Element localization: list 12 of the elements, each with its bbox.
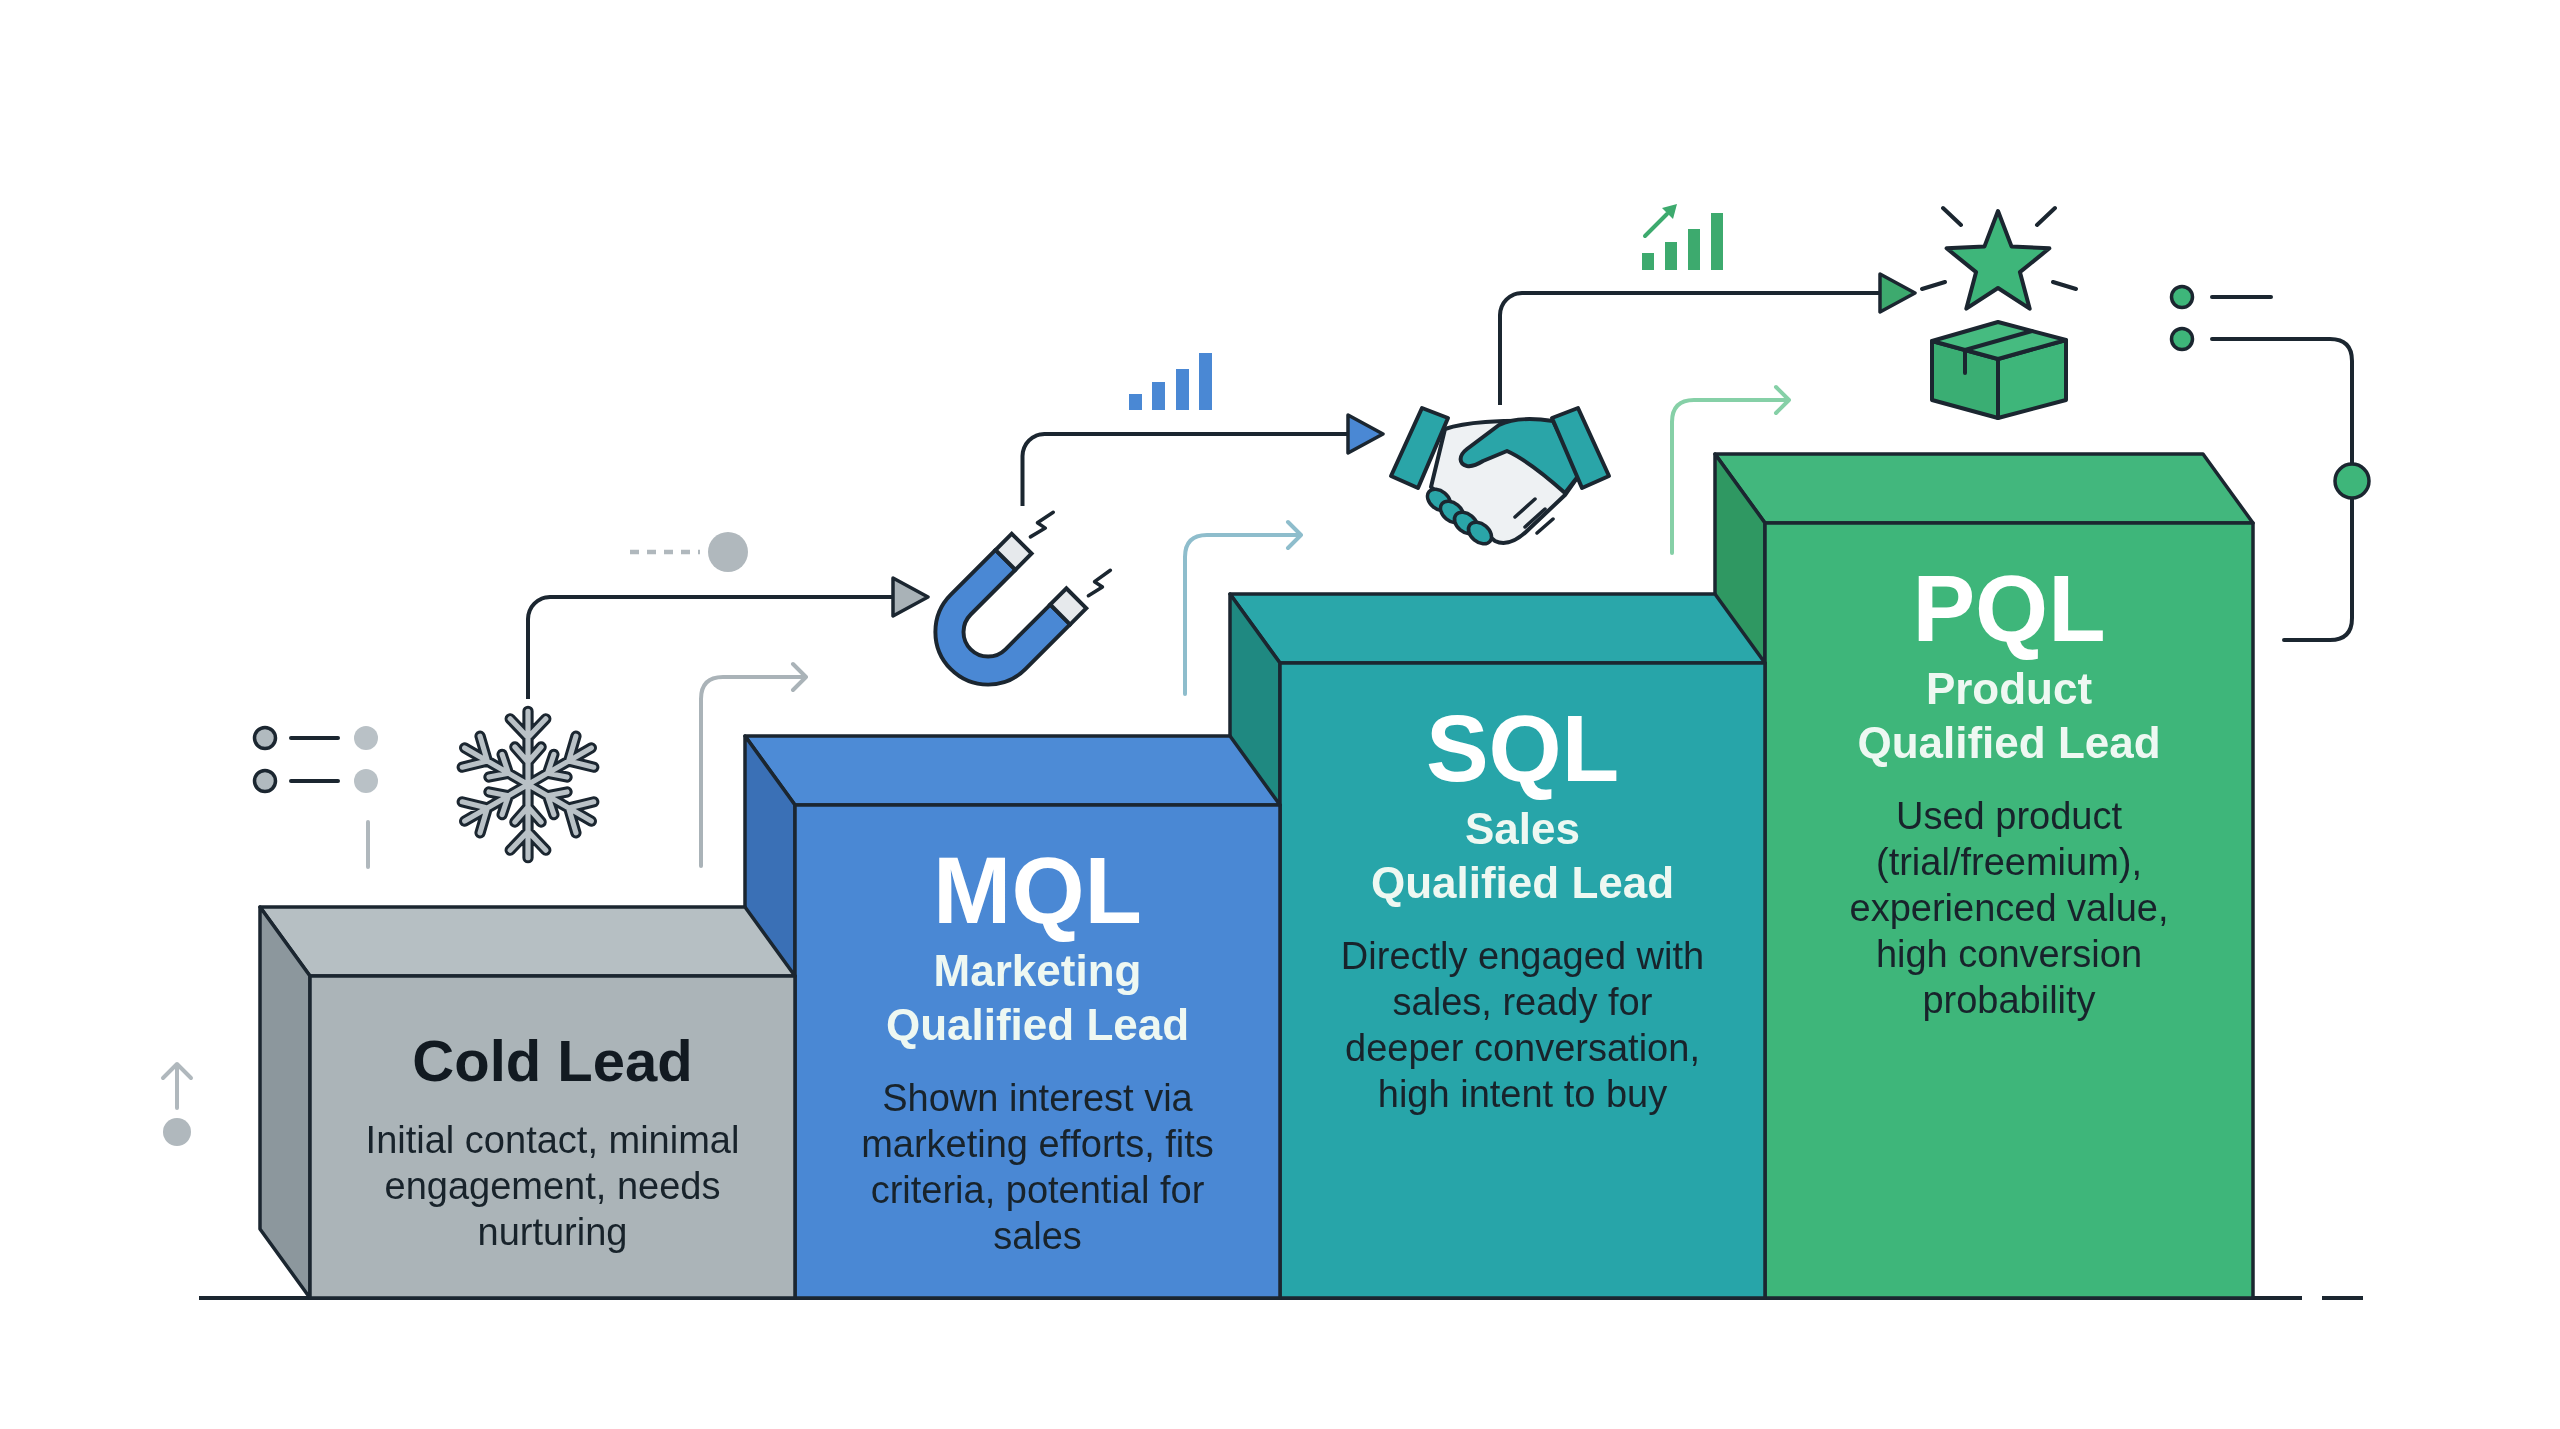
stage-subtitle: Marketing Qualified Lead	[884, 945, 1191, 1051]
stage-description: Initial contact, minimal engagement, needs nurturing	[364, 1118, 741, 1255]
star-box-icon	[1919, 205, 2079, 421]
stage-description: Directly engaged with sales, ready for deeper conversation, high intent to buy	[1339, 934, 1706, 1117]
arrow	[526, 576, 930, 699]
stage-subtitle: Product Qualified Lead	[1856, 663, 2162, 769]
stage-description: Used product (trial/freemium), experienced value, high conversion probability	[1848, 794, 2170, 1023]
arrow	[1020, 413, 1385, 506]
stage-subtitle: Sales Qualified Lead	[1369, 803, 1676, 909]
stage-title: Cold Lead	[412, 1029, 693, 1093]
stage-description: Shown interest via marketing efforts, fits criteria, potential for sales	[860, 1076, 1215, 1259]
arrow	[1498, 272, 1917, 405]
